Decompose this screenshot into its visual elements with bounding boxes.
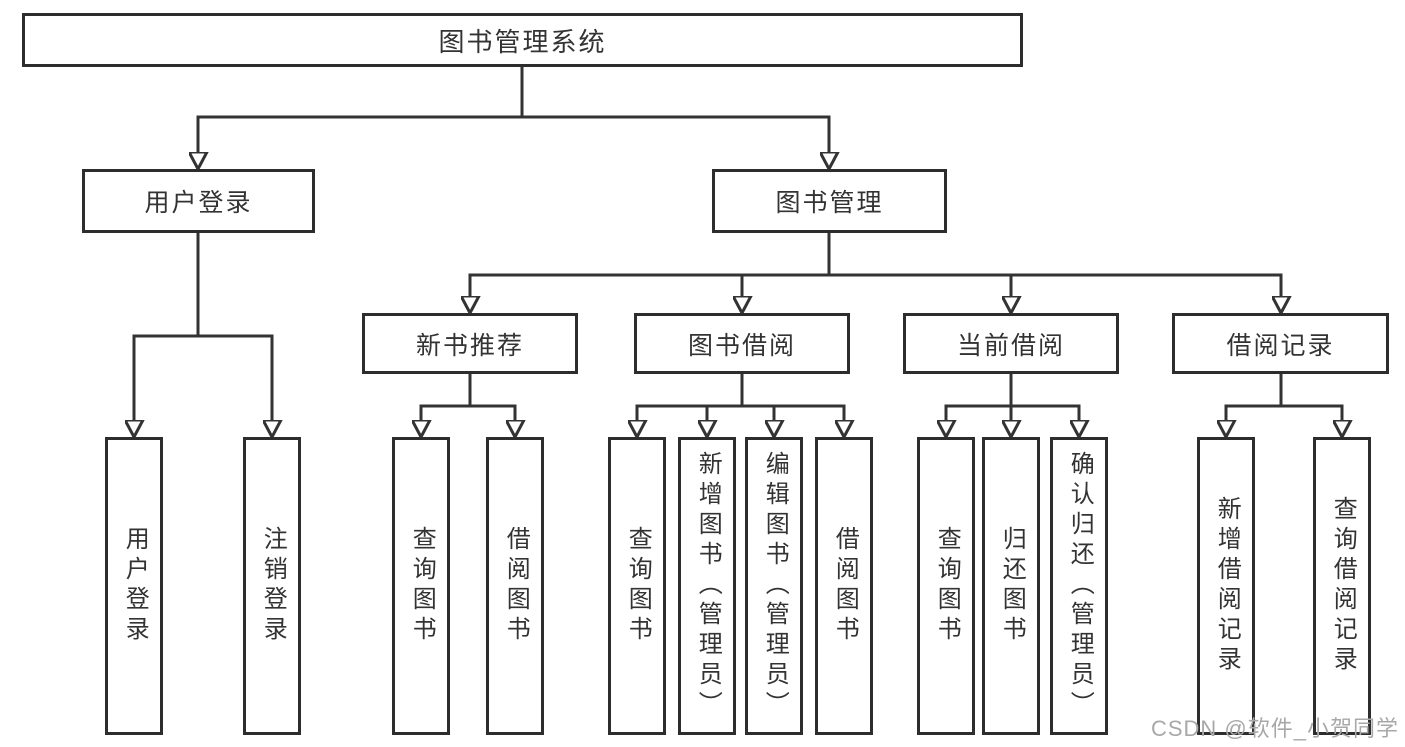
leaf-label: 归还图书: [998, 526, 1026, 646]
watermark: CSDN @软件_小贺同学: [1150, 716, 1399, 741]
node-label: 用户登录: [144, 189, 253, 217]
edge-root-rail: [196, 63, 831, 119]
leaf-label: 新增借阅记录: [1213, 496, 1241, 676]
node-user-login: 用户登录: [82, 169, 315, 233]
node-book-borrowing: 图书借阅: [634, 313, 850, 374]
node-new-book-recommend: 新书推荐: [362, 313, 578, 374]
leaf-edit-book-admin: 编辑图书（管理员）: [745, 437, 803, 735]
leaf-label: 查询图书: [408, 526, 436, 646]
leaf-label: 借阅图书: [502, 526, 530, 646]
edge-book-mgmt-rail: [468, 233, 1283, 277]
node-label: 借阅记录: [1226, 331, 1335, 360]
leaf-logout: 注销登录: [243, 437, 301, 735]
leaf-return-books: 归还图书: [982, 437, 1040, 735]
edge-user-login-rail: [132, 233, 274, 338]
leaf-label: 查询图书: [933, 526, 961, 646]
edge-new-book-rec-rail: [419, 374, 517, 408]
node-label: 图书管理系统: [438, 26, 607, 57]
node-book-management: 图书管理: [712, 169, 947, 233]
node-current-borrowing: 当前借阅: [903, 313, 1119, 374]
node-label: 新书推荐: [415, 331, 524, 360]
leaf-borrow-books-1: 借阅图书: [486, 437, 544, 735]
edge-current-borrow-rail: [944, 374, 1081, 408]
node-label: 图书管理: [775, 189, 884, 217]
leaf-query-books-2: 查询图书: [608, 437, 666, 735]
leaf-label: 借阅图书: [831, 526, 859, 646]
leaf-label: 确认归还（管理员）: [1066, 451, 1094, 721]
leaf-label: 查询借阅记录: [1329, 496, 1357, 676]
leaf-label: 查询图书: [624, 526, 652, 646]
node-label: 当前借阅: [956, 331, 1065, 360]
leaf-add-borrow-record: 新增借阅记录: [1197, 437, 1255, 735]
leaf-query-books-3: 查询图书: [917, 437, 975, 735]
leaf-borrow-books-2: 借阅图书: [815, 437, 873, 735]
leaf-query-borrow-record: 查询借阅记录: [1313, 437, 1371, 735]
node-label: 图书借阅: [687, 331, 796, 360]
leaf-label: 用户登录: [121, 526, 149, 646]
leaf-confirm-return-admin: 确认归还（管理员）: [1050, 437, 1108, 735]
leaf-label: 编辑图书（管理员）: [761, 451, 789, 721]
node-library-system: 图书管理系统: [22, 13, 1023, 67]
node-borrow-records: 借阅记录: [1172, 313, 1389, 374]
edge-borrow-records-rail: [1224, 374, 1344, 408]
leaf-label: 注销登录: [259, 526, 287, 646]
leaf-user-login: 用户登录: [105, 437, 163, 735]
leaf-query-books-1: 查询图书: [392, 437, 450, 735]
leaf-label: 新增图书（管理员）: [694, 451, 722, 721]
edge-book-borrow-rail: [635, 374, 846, 408]
leaf-add-book-admin: 新增图书（管理员）: [678, 437, 736, 735]
